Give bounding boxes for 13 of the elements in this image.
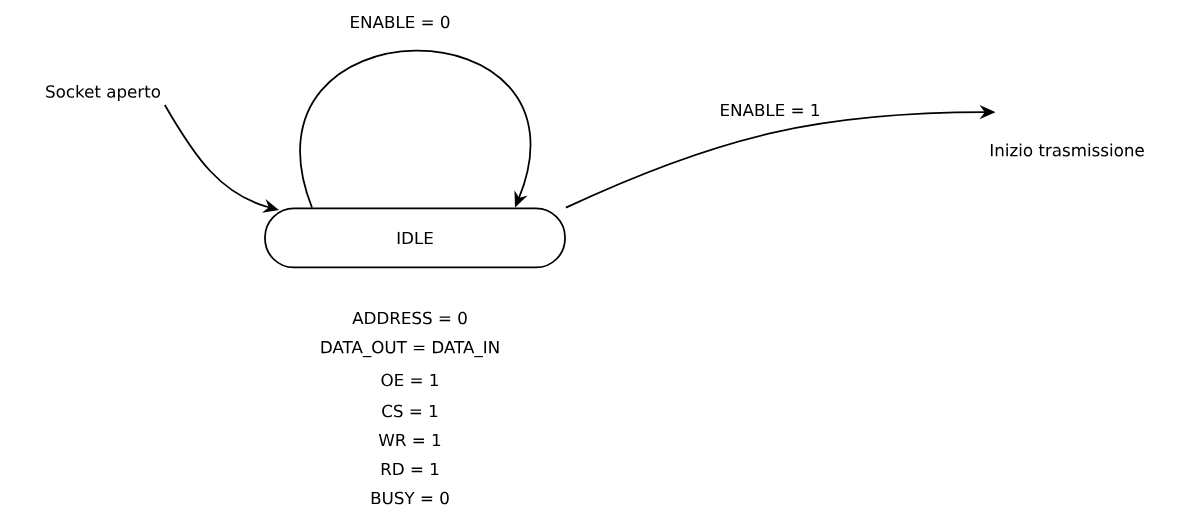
assignment-text: ADDRESS = 0 — [352, 311, 467, 325]
assignment-text: DATA_OUT = DATA_IN — [321, 340, 499, 358]
assignment-text: RD = 1 — [381, 462, 439, 476]
state-label: Socket aperto — [46, 84, 161, 102]
edge-label: ENABLE = 1 — [721, 103, 819, 117]
assignment-text: WR = 1 — [378, 433, 441, 447]
edge-label: ENABLE = 0 — [351, 15, 450, 29]
assignment-text: BUSY = 0 — [371, 491, 449, 505]
assignment-text: OE = 1 — [381, 373, 438, 387]
state-label: Inizio trasmissione — [990, 143, 1144, 157]
state-box: IDLE — [264, 207, 566, 269]
arrow — [299, 49, 532, 209]
assignment-text: CS = 1 — [382, 404, 438, 418]
